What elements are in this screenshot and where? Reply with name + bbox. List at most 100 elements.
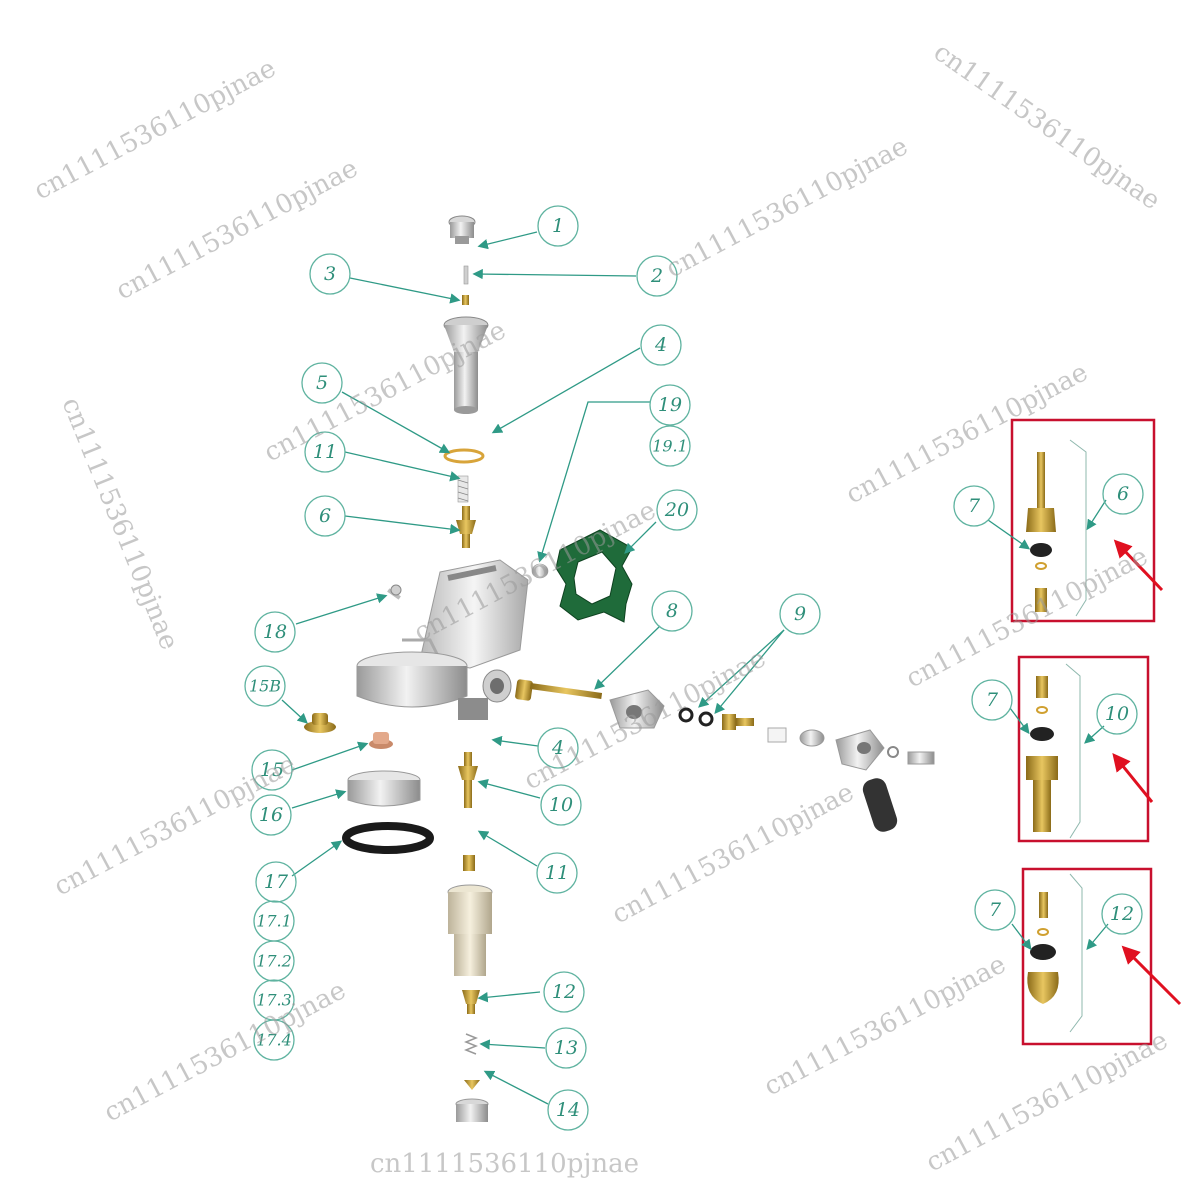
inset-c-arrow <box>1121 945 1182 1006</box>
part-brass-screw <box>722 714 754 730</box>
part-3-screw <box>462 295 469 305</box>
callout-20-label: 20 <box>664 499 689 521</box>
part-19-plug <box>531 563 549 579</box>
callout-14-label: 14 <box>556 1099 580 1121</box>
part-2-pin <box>463 265 469 285</box>
callout-11a: 11 <box>304 431 346 473</box>
inset-a-callout-6: 6 <box>1117 483 1129 505</box>
callout-2: 2 <box>636 255 678 297</box>
part-8-screw <box>515 679 603 701</box>
watermark: cn1111536110pjnae <box>370 1149 639 1179</box>
part-upper-housing <box>443 316 489 414</box>
part-idle-housing <box>609 689 665 729</box>
inset-a-arrow <box>1113 539 1164 592</box>
callout-17-1-label: 17.1 <box>256 912 292 931</box>
part-tube <box>447 884 493 976</box>
inset-b-callout-10: 10 <box>1105 703 1129 725</box>
part-6-jet <box>456 506 476 548</box>
callout-17: 17 <box>255 861 297 903</box>
part-main-body <box>356 559 529 720</box>
callout-14: 14 <box>547 1089 589 1131</box>
watermark: cn1111536110pjnae <box>921 1025 1173 1178</box>
part-15-knob <box>369 732 393 749</box>
inset-b-arrow <box>1112 753 1154 803</box>
callouts: 1 2 3 4 5 19 19.1 11 20 6 8 9 18 15B 4 1… <box>244 205 821 1131</box>
callout-6: 6 <box>304 495 346 537</box>
callout-12: 12 <box>543 971 585 1013</box>
callout-3: 3 <box>309 253 351 295</box>
part-1-cap <box>448 215 476 244</box>
watermark: cn1111536110pjnae <box>56 393 185 654</box>
part-12-jet <box>462 990 480 1014</box>
inset-b-callout-7: 7 <box>986 689 999 711</box>
part-small-brass <box>463 855 475 871</box>
callout-17-3-label: 17.3 <box>256 991 292 1010</box>
callout-4a: 4 <box>640 324 682 366</box>
callout-10: 10 <box>540 784 582 826</box>
watermark: cn1111536110pjnae <box>928 37 1166 216</box>
parts <box>304 215 935 1122</box>
callout-19: 19 <box>649 384 691 426</box>
callout-17-2: 17.2 <box>253 940 295 982</box>
callout-13: 13 <box>545 1027 587 1069</box>
watermark: cn1111536110pjnae <box>29 53 281 206</box>
callout-10-label: 10 <box>549 794 573 816</box>
callout-18: 18 <box>254 611 296 653</box>
callout-4b-label: 4 <box>551 737 564 759</box>
callout-12-label: 12 <box>552 981 576 1003</box>
callout-1: 1 <box>537 205 579 247</box>
part-17-ring <box>342 822 434 854</box>
inset-c-callout-7: 7 <box>989 899 1002 921</box>
part-9-washer-a <box>678 707 694 723</box>
callout-8: 8 <box>651 590 693 632</box>
callout-17-4: 17.4 <box>253 1019 295 1061</box>
callout-3-label: 3 <box>324 263 336 285</box>
callout-13-label: 13 <box>554 1037 578 1059</box>
part-18-screw <box>387 584 402 600</box>
callout-11a-label: 11 <box>313 441 337 463</box>
callout-17-1: 17.1 <box>253 900 295 942</box>
callout-9: 9 <box>779 593 821 635</box>
callout-15b-label: 15B <box>249 677 281 696</box>
callout-15b: 15B <box>244 665 286 707</box>
callout-16-label: 16 <box>259 804 283 826</box>
callout-1-label: 1 <box>552 215 564 237</box>
callout-4b: 4 <box>537 727 579 769</box>
inset-a: 7 6 <box>953 418 1164 623</box>
callout-17-4-label: 17.4 <box>256 1031 292 1050</box>
callout-15-label: 15 <box>260 759 284 781</box>
callout-2-label: 2 <box>650 265 663 287</box>
part-20-gasket <box>555 529 633 623</box>
watermark: cn1111536110pjnae <box>607 777 859 930</box>
callout-19-1-label: 19.1 <box>652 437 688 456</box>
callout-9-label: 9 <box>794 603 806 625</box>
callout-19-label: 19 <box>658 394 682 416</box>
part-lever <box>799 729 935 832</box>
watermark: cn1111536110pjnae <box>901 541 1153 694</box>
callout-19-1: 19.1 <box>649 425 691 467</box>
callout-5: 5 <box>301 362 343 404</box>
callout-6-label: 6 <box>319 505 331 527</box>
part-11-spring <box>457 475 469 503</box>
callout-20: 20 <box>656 489 698 531</box>
inset-b: 7 10 <box>971 655 1154 843</box>
callout-11b-label: 11 <box>545 862 569 884</box>
inset-a-callout-7: 7 <box>968 495 981 517</box>
part-plunger <box>767 727 787 743</box>
callout-17-label: 17 <box>264 871 289 893</box>
callout-11b: 11 <box>536 852 578 894</box>
inset-c: 7 12 <box>974 867 1182 1046</box>
part-9-washer-b <box>698 711 714 727</box>
watermark: cn1111536110pjnae <box>661 131 913 284</box>
inset-c-callout-12: 12 <box>1110 903 1134 925</box>
part-13-spring <box>463 1033 479 1055</box>
watermark: cn1111536110pjnae <box>99 975 351 1128</box>
part-15b-knob <box>304 713 336 733</box>
part-5-oring <box>443 448 485 464</box>
callout-15: 15 <box>251 749 293 791</box>
part-16-bowl <box>347 770 421 807</box>
callout-17-2-label: 17.2 <box>256 952 292 971</box>
callout-8-label: 8 <box>666 600 678 622</box>
callout-16: 16 <box>250 794 292 836</box>
